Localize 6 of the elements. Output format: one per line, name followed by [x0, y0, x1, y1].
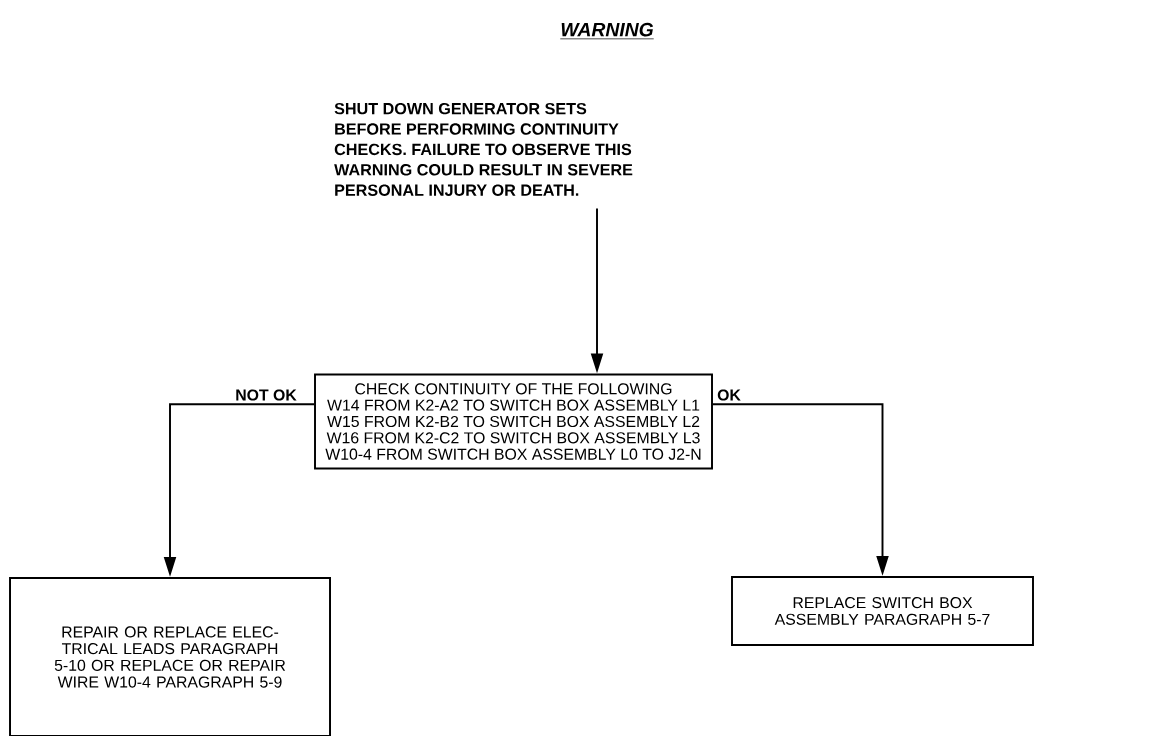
edge-label: OK [717, 389, 741, 401]
process-box: CHECK CONTINUITY OF THE FOLLOWING W14 FROM K2-A2 TO SWITCH BOX ASSEMBLY L1 W15 FROM K2-B2 TO SWITCH BOX ASSEMBLY L2 W16 FROM K2-C2 TO SWITCH BOX ASSEMBLY L3 W10-4 FROM SWITCH BOX ASSEMBLY L0 TO J2-N [314, 373, 713, 470]
edge-label: NOT OK [236, 389, 297, 401]
warning-note: WARNING SHUT DOWN GENERATOR SETS BEFORE PERFORMING CONTINUITY CHECKS. FAILURE TO OBSERVE THIS WARNING COULD RESULT IN SEVERE PERSONAL INJURY OR DEATH. [334, 22, 655, 196]
action-box: REPAIR OR REPLACE ELEC-TRICAL LEADS PARAGRAPH 5-10 OR REPLACE OR REPAIR WIRE W10-4 PARAGRAPH 5-9 [9, 577, 331, 736]
action-box: REPLACE SWITCH BOX ASSEMBLY PARAGRAPH 5-7 [731, 576, 1034, 646]
